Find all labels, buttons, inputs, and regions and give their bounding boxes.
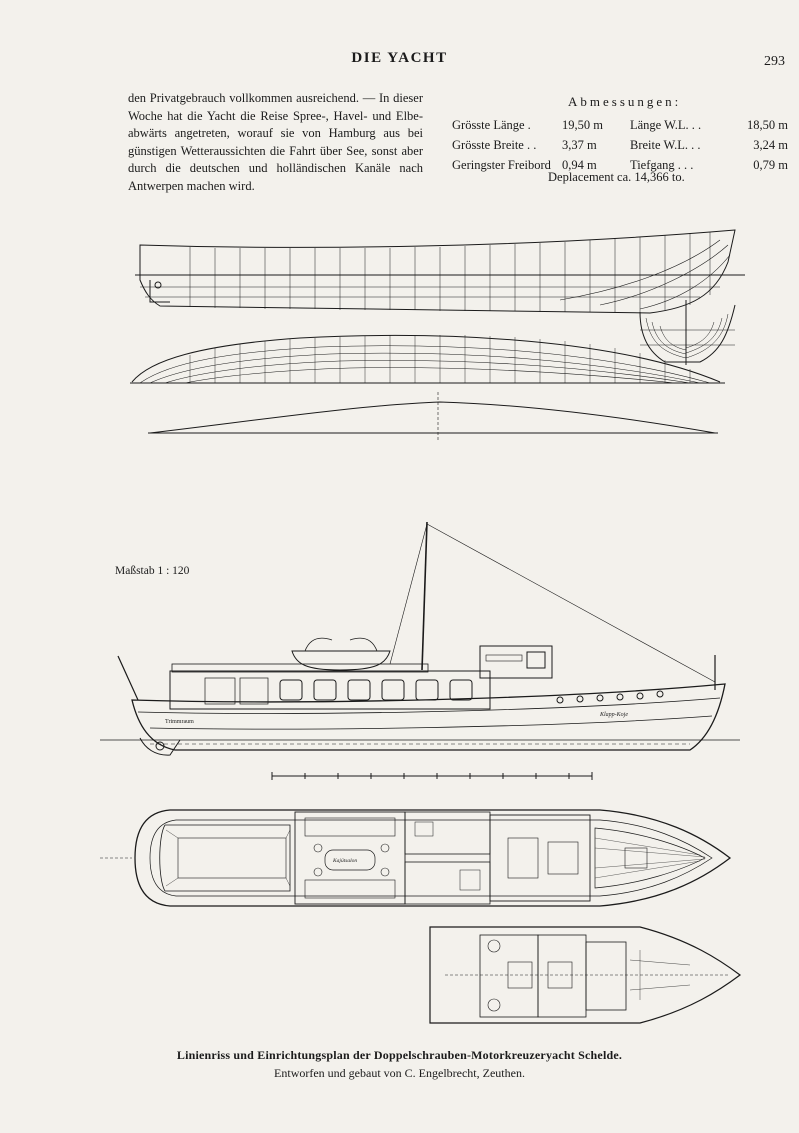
saloon — [294, 811, 406, 905]
dim-value: 19,50 m — [562, 118, 603, 132]
lower-cabin — [479, 934, 539, 1018]
cabin-forward-port — [404, 811, 491, 855]
saloon-label: Kajütsalon — [332, 858, 357, 864]
deck-plan: Kajütsalon — [100, 809, 732, 907]
saloon-settee — [304, 817, 396, 837]
dimensions-table: Grösste Länge . 19,50 m Länge W.L. . . 1… — [452, 115, 788, 175]
deckhouse — [169, 670, 491, 710]
body-paragraph: den Privatgebrauch vollkommen ausreichen… — [128, 91, 423, 193]
half-breadth-stations — [189, 335, 691, 383]
dimensions-row: Geringster Freibord 0,94 m Tiefgang . . … — [452, 155, 788, 175]
mast — [421, 521, 428, 671]
stool — [313, 867, 323, 877]
saloon-settee — [304, 879, 396, 899]
scale-label: Maßstab 1 : 120 — [115, 565, 190, 577]
washbasin — [487, 939, 501, 953]
wheelhouse-trim — [485, 654, 523, 662]
washstand — [414, 821, 434, 837]
sectional-area-curve — [148, 392, 718, 440]
aft-cockpit — [159, 824, 291, 892]
sheer-hull-outline — [139, 229, 736, 314]
dimensions-heading: Abmessungen: — [568, 94, 682, 109]
figure-caption-title: Linienriss und Einrichtungsplan der Dopp… — [176, 1048, 623, 1062]
outboard-profile: Trimmraum Klapp-Koje — [100, 521, 740, 756]
lower-berths — [585, 941, 627, 1011]
sheer-buttock-curves — [559, 239, 731, 310]
half-breadth-deck — [131, 334, 721, 383]
dinghy — [291, 650, 391, 671]
lower-cabin — [537, 934, 587, 1018]
dim-label: Grösste Länge . — [452, 118, 531, 132]
wheelhouse-window — [526, 651, 546, 669]
sheer-station-lines — [189, 232, 711, 312]
deck-inner-line — [149, 819, 713, 897]
fore-stay — [426, 523, 716, 683]
body-plan-sections — [640, 313, 735, 359]
half-breadth-waterlines — [139, 345, 711, 384]
running-title: DIE YACHT — [351, 50, 448, 66]
dim-value: 0,79 m — [753, 158, 788, 172]
scale-bar — [271, 772, 593, 780]
deck-outline — [134, 809, 732, 907]
lower-hull-outline — [429, 926, 742, 1024]
lines-body-plan — [639, 300, 736, 365]
cabin-forward-starboard — [404, 861, 491, 905]
stern-rudder — [139, 737, 181, 756]
portholes — [556, 690, 664, 704]
dim-value: 3,24 m — [753, 138, 788, 152]
flag-staff — [117, 655, 139, 701]
dinghy-davits — [304, 637, 378, 652]
cockpit-well — [177, 837, 287, 879]
displacement: Deplacement ca. 14,366 to. — [548, 170, 685, 184]
machinery — [547, 961, 573, 989]
dim-value: 0,94 m — [562, 158, 597, 172]
wheelhouse — [479, 645, 553, 679]
body-plan-outline — [639, 304, 736, 363]
stool — [380, 843, 390, 853]
area-curve — [149, 401, 716, 434]
stool — [380, 867, 390, 877]
dim-label: Grösste Breite . . — [452, 138, 537, 152]
washbasin — [487, 998, 501, 1012]
dim-label: Länge W.L. . . — [630, 118, 702, 132]
deckhouse-windows — [204, 677, 473, 705]
figure-caption-credit: Entworfen und gebaut von C. Engelbrecht,… — [274, 1066, 525, 1080]
lines-sheer-view — [135, 229, 745, 314]
lower-deck-plan — [429, 926, 742, 1024]
saloon-table — [324, 849, 376, 871]
forepeak — [594, 827, 706, 889]
lines-half-breadth — [130, 334, 725, 384]
hull-label: Klapp-Koje — [599, 712, 628, 718]
engine-room — [489, 814, 591, 902]
dim-label: Breite W.L. . . — [630, 138, 701, 152]
dim-value: 3,37 m — [562, 138, 597, 152]
dimensions-row: Grösste Breite . . 3,37 m Breite W.L. . … — [452, 135, 788, 155]
machinery — [507, 961, 533, 989]
back-stay — [389, 523, 428, 665]
fore-hatch — [624, 847, 648, 869]
cockpit-grating — [165, 829, 291, 887]
engine — [507, 837, 539, 879]
page-number: 293 — [764, 54, 785, 69]
rubbing-strake — [149, 715, 713, 730]
hull-label: Trimmraum — [165, 719, 194, 725]
deck-planking — [594, 837, 706, 879]
sheer-strake — [137, 697, 721, 714]
dimensions-row: Grösste Länge . 19,50 m Länge W.L. . . 1… — [452, 115, 788, 135]
hull-side — [131, 683, 726, 751]
stool — [313, 843, 323, 853]
lower-hatch-lines — [629, 950, 691, 1000]
galley-stove — [459, 869, 481, 891]
dim-label: Geringster Freibord — [452, 158, 551, 172]
rudder-outline — [149, 280, 170, 303]
engine — [547, 841, 579, 875]
propeller — [155, 741, 165, 751]
propeller-symbol — [154, 281, 162, 289]
dim-value: 18,50 m — [747, 118, 788, 132]
dim-label: Tiefgang . . . — [630, 158, 694, 172]
deckhouse-roof — [171, 663, 429, 673]
